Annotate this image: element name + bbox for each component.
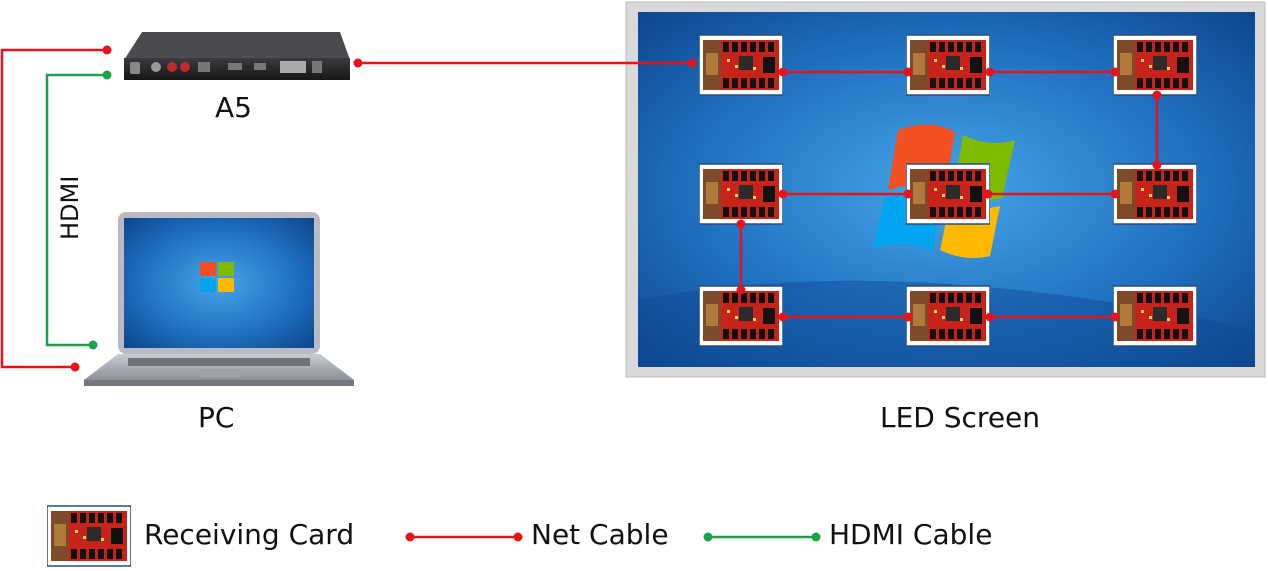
net-cable-dots <box>70 45 1162 372</box>
legend-receiving-card-icon <box>47 505 131 567</box>
laptop-icon <box>84 212 354 386</box>
device-label: A5 <box>215 91 252 124</box>
screen-label: LED Screen <box>880 401 1041 434</box>
receiving-card-icon <box>906 163 990 225</box>
receiving-card-icon <box>1113 285 1197 347</box>
receiving-card-icon <box>699 34 783 96</box>
receiving-card-icon <box>1113 163 1197 225</box>
net-cable-lines <box>0 48 1159 369</box>
hdmi-cable-dots <box>88 70 112 350</box>
receiving-card-icon <box>906 34 990 96</box>
receiving-card-icon <box>699 285 783 347</box>
pc-label: PC <box>198 401 235 434</box>
receiving-card-icon <box>699 163 783 225</box>
a5-device-icon <box>124 32 350 80</box>
legend <box>47 505 821 567</box>
receiving-card-icon <box>1113 34 1197 96</box>
hdmi-cable-line <box>45 73 107 347</box>
receiving-card-icon <box>906 285 990 347</box>
legend-net-cable-label: Net Cable <box>531 518 669 551</box>
legend-hdmi-cable-label: HDMI Cable <box>829 518 993 551</box>
legend-receiving-card-label: Receiving Card <box>144 518 355 551</box>
hdmi-vertical-label: HDMI <box>56 175 84 240</box>
receiving-card-grid <box>699 34 1197 347</box>
